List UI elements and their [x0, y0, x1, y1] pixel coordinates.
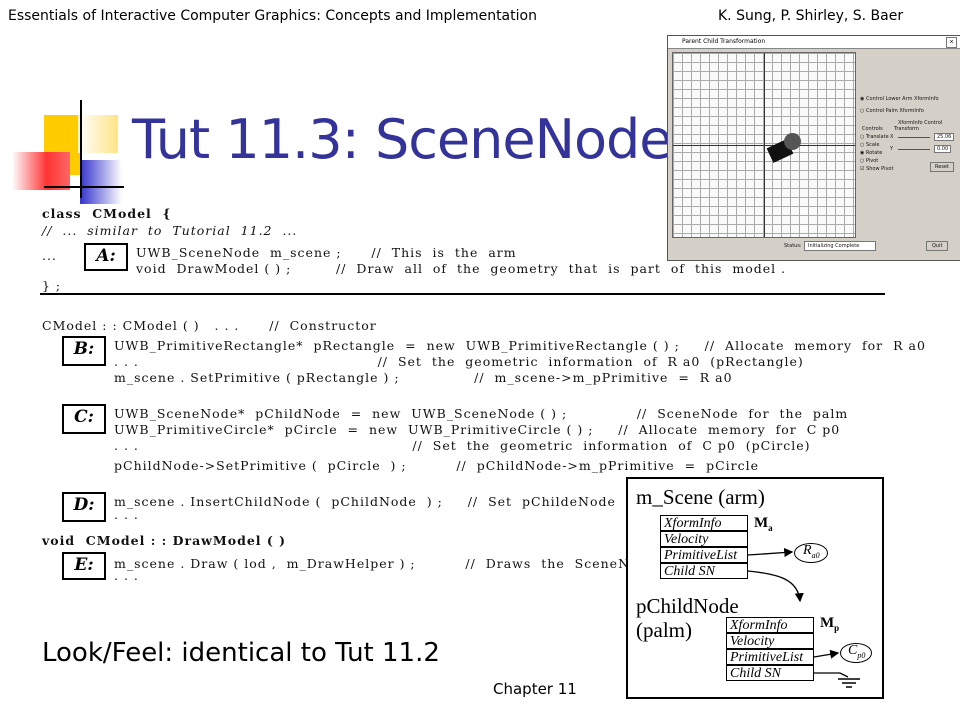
- palm-field: Child SN: [726, 665, 814, 681]
- window-title: Parent Child Transformation: [682, 38, 766, 45]
- window-titlebar: Parent Child Transformation ×: [668, 36, 960, 49]
- show-pivot-checkbox[interactable]: ☑ Show Pivot: [860, 166, 894, 172]
- code-a-line1: UWB_SceneNode m_scene ; // This is the a…: [136, 245, 517, 260]
- code-c-line2: UWB_PrimitiveCircle* pCircle = new UWB_P…: [114, 422, 841, 437]
- status-value: Initializing Complete: [804, 241, 876, 251]
- arm-field: PrimitiveList: [660, 547, 748, 563]
- arm-field: Velocity: [660, 531, 748, 547]
- group-label: XformInfo Control: [898, 120, 943, 126]
- slide-title: Tut 11.3: SceneNode: [132, 108, 673, 171]
- opt-pivot[interactable]: ○ Pivot: [860, 158, 879, 164]
- label-b: B:: [62, 336, 106, 366]
- x-label: X: [890, 134, 894, 140]
- drawmodel-line: void CModel : : DrawModel ( ): [42, 533, 287, 548]
- authors: K. Sung, P. Shirley, S. Baer: [718, 8, 904, 24]
- palm-field: Velocity: [726, 633, 814, 649]
- status-label: Status:: [784, 243, 802, 249]
- class-decl: class CModel {: [42, 206, 172, 221]
- arm-matrix: Ma: [754, 515, 773, 533]
- palm-title-2: (palm): [636, 618, 692, 642]
- reset-button[interactable]: Reset: [930, 162, 954, 172]
- arm-prim-label: Ra0: [803, 543, 820, 560]
- palm-circle: [784, 133, 801, 150]
- code-a-line2: void DrawModel ( ) ; // Draw all of the …: [136, 261, 787, 276]
- transform-label: Transform: [894, 126, 919, 132]
- footer-chapter: Chapter 11: [493, 680, 577, 698]
- label-e: E:: [62, 552, 106, 580]
- arm-primitive: [794, 543, 828, 563]
- code-d-line1: m_scene . InsertChildNode ( pChildNode )…: [114, 494, 655, 509]
- palm-matrix: Mp: [820, 615, 840, 633]
- palm-prim-label: Cp0: [848, 643, 866, 660]
- code-b-line1: UWB_PrimitiveRectangle* pRectangle = new…: [114, 338, 926, 353]
- radio-lower-arm[interactable]: ◉ Control Lower Arm XformInfo: [860, 96, 939, 102]
- radio-palm[interactable]: ○ Control Palm XformInfo: [860, 108, 924, 114]
- arm-field: XformInfo: [660, 515, 748, 531]
- opt-scale[interactable]: ○ Scale: [860, 142, 880, 148]
- ctor-line: CModel : : CModel ( ) . . . // Construct…: [42, 318, 377, 333]
- code-d-line2: . . .: [114, 507, 139, 522]
- close-icon[interactable]: ×: [946, 37, 957, 48]
- look-feel-note: Look/Feel: identical to Tut 11.2: [42, 638, 440, 668]
- x-slider[interactable]: [898, 137, 930, 138]
- y-value[interactable]: 0.00: [934, 145, 952, 153]
- label-a: A:: [84, 243, 128, 271]
- opt-rotate[interactable]: ◉ Rotate: [860, 150, 883, 156]
- class-dots: ...: [42, 248, 57, 263]
- app-window: Parent Child Transformation × ◉ Control …: [667, 35, 960, 261]
- y-label: Y: [890, 146, 894, 152]
- arm-title: m_Scene (arm): [636, 485, 765, 509]
- arm-field: Child SN: [660, 563, 748, 579]
- book-title: Essentials of Interactive Computer Graph…: [8, 8, 537, 24]
- label-d: D:: [62, 492, 106, 522]
- code-c-line4: pChildNode->SetPrimitive ( pCircle ) ; /…: [114, 458, 760, 473]
- opt-translate[interactable]: ○ Translate: [860, 134, 889, 140]
- code-c-line1: UWB_SceneNode* pChildNode = new UWB_Scen…: [114, 406, 849, 421]
- code-e-line1: m_scene . Draw ( lod , m_DrawHelper ) ; …: [114, 556, 689, 571]
- code-e-line2: . . .: [114, 568, 139, 583]
- diagram-arrows: [747, 547, 860, 688]
- decor-squares: [0, 0, 130, 204]
- label-c: C:: [62, 404, 106, 434]
- palm-title-1: pChildNode: [636, 594, 739, 618]
- code-b-line2: . . . // Set the geometric information o…: [114, 354, 804, 369]
- code-c-line3: . . . // Set the geometric information o…: [114, 438, 811, 453]
- quit-button[interactable]: Quit: [926, 241, 949, 251]
- palm-field: XformInfo: [726, 617, 814, 633]
- class-comment: // ... similar to Tutorial 11.2 ...: [42, 223, 298, 238]
- grid-canvas[interactable]: [672, 52, 856, 238]
- code-divider: [40, 293, 885, 295]
- palm-field: PrimitiveList: [726, 649, 814, 665]
- y-slider[interactable]: [898, 149, 930, 150]
- class-end: } ;: [42, 278, 62, 293]
- controls-label: Controls: [862, 126, 883, 132]
- code-b-line3: m_scene . SetPrimitive ( pRectangle ) ; …: [114, 370, 733, 385]
- palm-primitive: [840, 643, 872, 663]
- x-value[interactable]: 25.06: [934, 133, 955, 141]
- scene-node-diagram: m_Scene (arm) XformInfo Velocity Primiti…: [626, 477, 884, 699]
